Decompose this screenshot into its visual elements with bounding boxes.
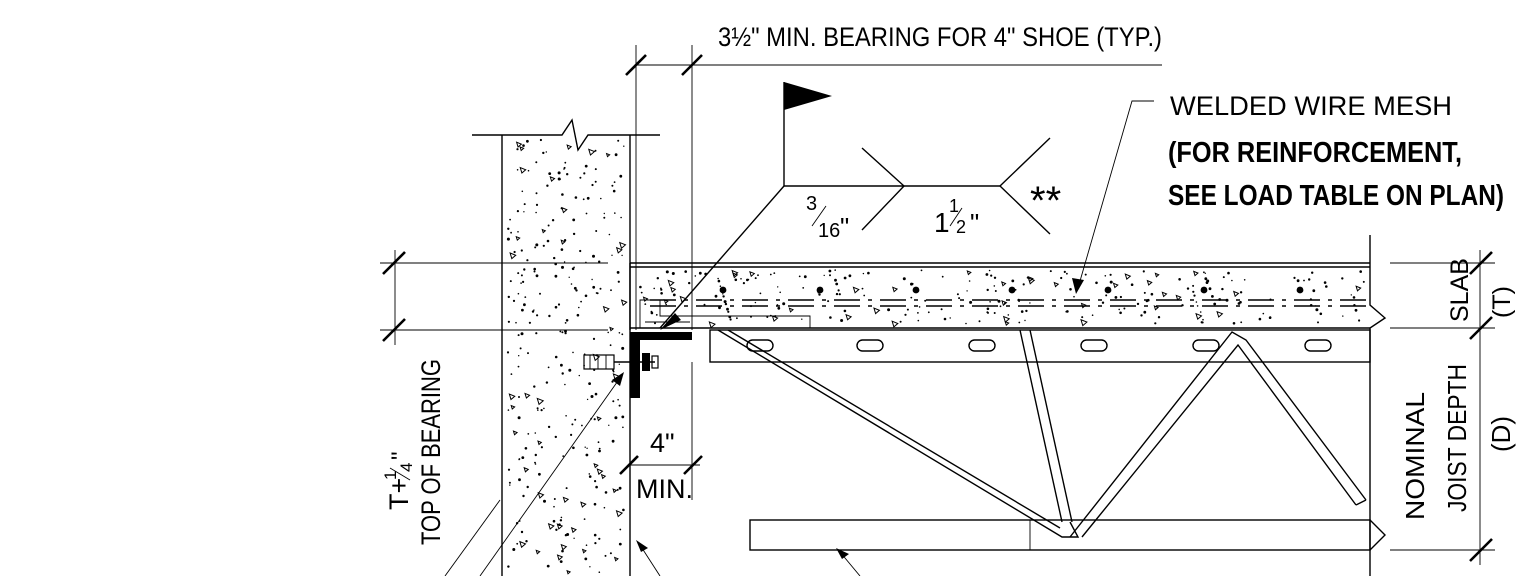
svg-text:2: 2 <box>956 217 966 237</box>
svg-text:(T): (T) <box>1488 286 1516 318</box>
weld-tail-note: ** <box>1030 179 1061 223</box>
metal-deck <box>639 299 811 328</box>
fillet-weld-symbol-icon <box>861 147 906 231</box>
svg-text:1: 1 <box>381 471 400 480</box>
weld-symbol: 3 16 " 1 1 2 " ** <box>659 82 1061 330</box>
bearing-note: 3½" MIN. BEARING FOR 4" SHOE (TYP.) <box>718 22 1162 52</box>
svg-text:": " <box>387 451 414 460</box>
concrete-wall <box>472 118 660 576</box>
svg-text:(FOR REINFORCEMENT,: (FOR REINFORCEMENT, <box>1168 137 1462 169</box>
joist-web <box>717 329 1367 538</box>
svg-text:WELDED WIRE MESH: WELDED WIRE MESH <box>1170 91 1452 121</box>
mesh-wire-dots <box>719 286 1304 294</box>
svg-text:1: 1 <box>934 207 950 238</box>
svg-text:(D): (D) <box>1486 416 1516 452</box>
top-chord-slots <box>746 339 1332 352</box>
svg-text:4: 4 <box>397 463 416 472</box>
svg-text:SEE LOAD TABLE ON PLAN): SEE LOAD TABLE ON PLAN) <box>1168 180 1504 212</box>
min-label: MIN. <box>636 474 693 504</box>
nominal-label: NOMINAL <box>1400 392 1430 520</box>
bearing-angle <box>630 332 692 398</box>
slab-stipple <box>639 269 1365 329</box>
bearing-dimension: 3½" MIN. BEARING FOR 4" SHOE (TYP.) <box>625 22 1162 330</box>
svg-text:": " <box>970 208 979 238</box>
svg-text:T+: T+ <box>384 478 414 510</box>
field-weld-flag-icon <box>784 82 832 110</box>
steel-joist <box>583 329 1386 551</box>
joist-depth-label: JOIST DEPTH <box>1442 364 1472 512</box>
anchor-bolt <box>583 353 659 371</box>
svg-text:": " <box>840 212 849 242</box>
svg-text:3: 3 <box>806 193 817 215</box>
svg-text:16: 16 <box>818 220 840 242</box>
svg-text:4": 4" <box>650 428 675 458</box>
slab-and-joist-depth-dimension: SLAB (T) NOMINAL JOIST DEPTH (D) <box>1390 250 1516 565</box>
four-inch-min-dimension: 4" MIN. <box>479 362 861 576</box>
slab-label: SLAB <box>1446 258 1474 322</box>
welded-wire-mesh-note: WELDED WIRE MESH (FOR REINFORCEMENT, SEE… <box>1072 91 1504 294</box>
top-of-bearing-label: TOP OF BEARING <box>416 359 446 545</box>
concrete-stipple <box>506 138 628 575</box>
top-of-bearing-dimension: TOP OF BEARING T+ 1 4 " <box>380 250 608 576</box>
weld-tail-icon <box>998 137 1051 235</box>
concrete-slab <box>629 235 1387 576</box>
svg-text:1: 1 <box>949 196 959 216</box>
